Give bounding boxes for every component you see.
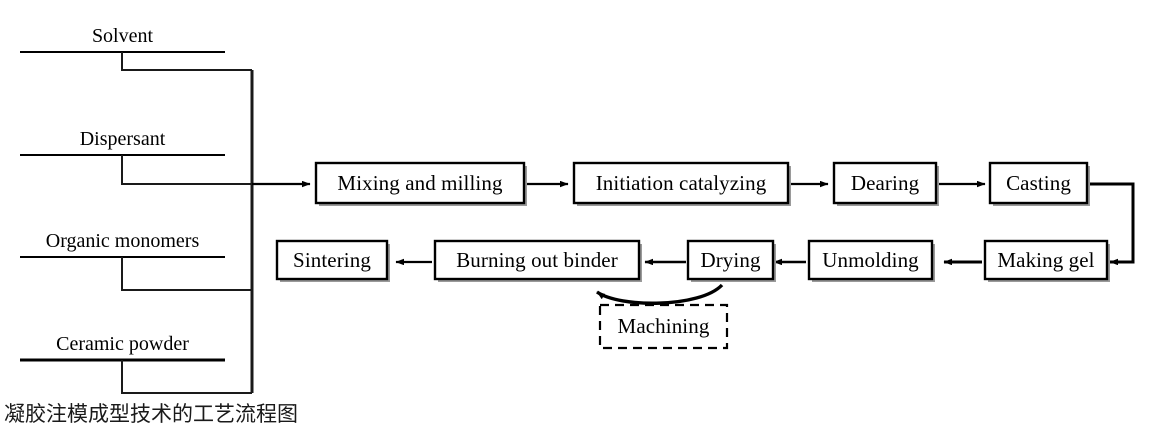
process-boxes-row-1 — [314, 161, 1090, 206]
label-unmolding[interactable]: Unmolding — [822, 247, 919, 272]
material-label-solvent: Solvent — [91, 25, 154, 47]
box-dearing[interactable] — [832, 161, 938, 205]
box-casting[interactable] — [988, 161, 1089, 205]
figure-caption-trailing-mark: · — [291, 399, 296, 414]
box-burning-out-binder[interactable] — [433, 239, 641, 281]
stub-ceramic-powder — [120, 360, 252, 395]
process-boxes-row-2 — [275, 239, 1110, 282]
box-machining[interactable] — [598, 303, 729, 350]
arrow-machining-bypass-curve — [596, 283, 724, 305]
stub-dispersant — [120, 155, 252, 186]
box-sintering[interactable] — [275, 239, 389, 281]
figure-caption: 凝胶注模成型技术的工艺流程图 — [4, 402, 298, 426]
box-drying[interactable] — [686, 239, 775, 281]
arrow-casting-to-making-gel — [1090, 182, 1135, 266]
box-mixing-and-milling[interactable] — [314, 161, 526, 205]
material-label-dispersant: Dispersant — [79, 128, 166, 150]
label-drying[interactable]: Drying — [700, 247, 761, 272]
label-machining[interactable]: Machining — [617, 314, 710, 338]
stub-organic-monomers — [120, 257, 252, 292]
box-unmolding[interactable] — [807, 239, 934, 281]
label-casting[interactable]: Casting — [1006, 170, 1071, 195]
label-burning-out-binder[interactable]: Burning out binder — [456, 247, 618, 272]
label-making-gel[interactable]: Making gel — [997, 247, 1095, 272]
stub-solvent — [120, 52, 252, 72]
label-mixing-and-milling[interactable]: Mixing and milling — [337, 170, 503, 195]
label-sintering[interactable]: Sintering — [293, 247, 371, 272]
box-making-gel[interactable] — [983, 239, 1109, 281]
label-initiation-catalyzing[interactable]: Initiation catalyzing — [595, 170, 767, 195]
box-initiation-catalyzing[interactable] — [572, 161, 790, 205]
label-dearing[interactable]: Dearing — [850, 170, 920, 195]
material-label-ceramic-powder: Ceramic powder — [56, 333, 189, 355]
material-label-organic-monomers: Organic monomers — [45, 230, 200, 252]
